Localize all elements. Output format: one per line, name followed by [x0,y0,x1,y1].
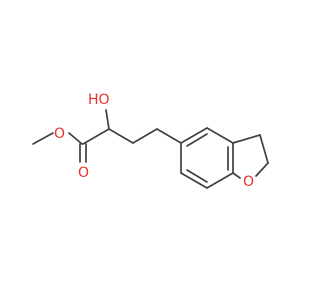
bond-ring-d [206,172,234,189]
bond-ch2-ch2 [132,128,158,144]
molecule-canvas: HO O O O [32,92,269,190]
bond-furan-c2-o [255,162,269,177]
ring-oxygen-label: O [243,174,254,190]
bond-furan-c2 [259,134,269,164]
bond-alpha-ch2 [108,128,134,144]
bond-furan-o-c7a [232,172,241,179]
bond-alpha-oh [105,109,110,130]
bond-methyl-o [32,132,54,145]
ester-oxygen-label: O [54,126,65,142]
structure-drawing: HO O O O [32,92,269,190]
bond-ring-a [180,127,208,144]
hydroxyl-label: HO [88,92,110,108]
bond-carbonyl-alpha [82,128,110,145]
bond-ring-inner-a [186,133,208,147]
bond-o-carbonyl-c [68,132,83,145]
carbonyl-oxygen-label: O [78,165,89,181]
bond-ring-inner-c [186,169,208,183]
bond-ring-e [180,172,208,189]
bond-ch2-ring [156,128,182,144]
bond-furan-c3 [232,134,261,144]
bond-ring-b [206,127,234,144]
